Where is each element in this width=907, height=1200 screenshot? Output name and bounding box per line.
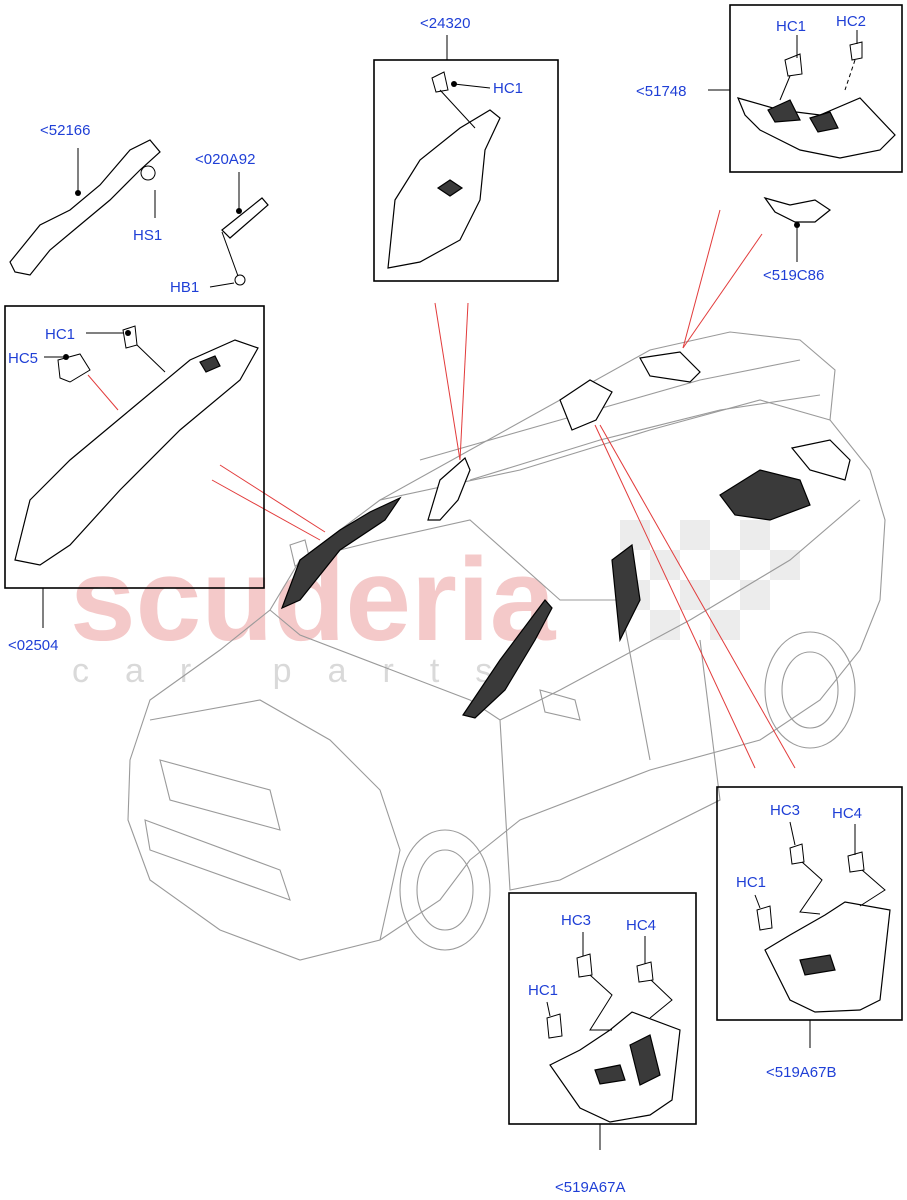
- callout-24320: <24320: [420, 15, 470, 32]
- callout-020A92: <020A92: [195, 151, 255, 168]
- label-hc1-519A67B: HC1: [736, 874, 766, 891]
- part-519C86-group: <519C86: [763, 196, 832, 284]
- label-hc5-02504: HC5: [8, 350, 38, 367]
- part-52166-group: <52166 HS1: [9, 122, 162, 276]
- part-02504-box: <02504 HC1 HC5: [4, 305, 265, 654]
- part-020A92-group: <020A92 HB1: [170, 151, 269, 296]
- label-hc2-51748: HC2: [836, 13, 866, 30]
- callout-52166: <52166: [40, 122, 90, 139]
- label-hb1: HB1: [170, 279, 199, 296]
- label-hc4-519A67B: HC4: [832, 805, 862, 822]
- vehicle-outline: [127, 331, 886, 961]
- part-51748-box: <51748 HC1 HC2: [636, 4, 903, 173]
- label-hc3-519A67A: HC3: [561, 912, 591, 929]
- label-hc1-51748: HC1: [776, 18, 806, 35]
- part-519A67A-box: <519A67A HC3 HC4 HC1: [508, 892, 697, 1196]
- watermark-checker-flag: [620, 520, 800, 640]
- label-hc4-519A67A: HC4: [626, 917, 656, 934]
- callout-51748: <51748: [636, 83, 686, 100]
- callout-519A67B: <519A67B: [766, 1064, 836, 1081]
- callout-519A67A: <519A67A: [555, 1179, 625, 1196]
- part-519A67B-box: <519A67B HC3 HC4 HC1: [716, 786, 903, 1081]
- red-leader-lines: [87, 209, 796, 769]
- watermark: scuderia car parts: [70, 520, 800, 690]
- installed-trim-parts: [280, 351, 851, 719]
- label-hs1: HS1: [133, 227, 162, 244]
- part-24320-box: <24320 HC1: [373, 15, 559, 282]
- label-hc1-24320: HC1: [493, 80, 523, 97]
- callout-519C86: <519C86: [763, 267, 824, 284]
- label-hc1-519A67A: HC1: [528, 982, 558, 999]
- label-hc1-02504: HC1: [45, 326, 75, 343]
- label-hc3-519A67B: HC3: [770, 802, 800, 819]
- callout-02504: <02504: [8, 637, 58, 654]
- watermark-sub: car parts: [72, 652, 528, 690]
